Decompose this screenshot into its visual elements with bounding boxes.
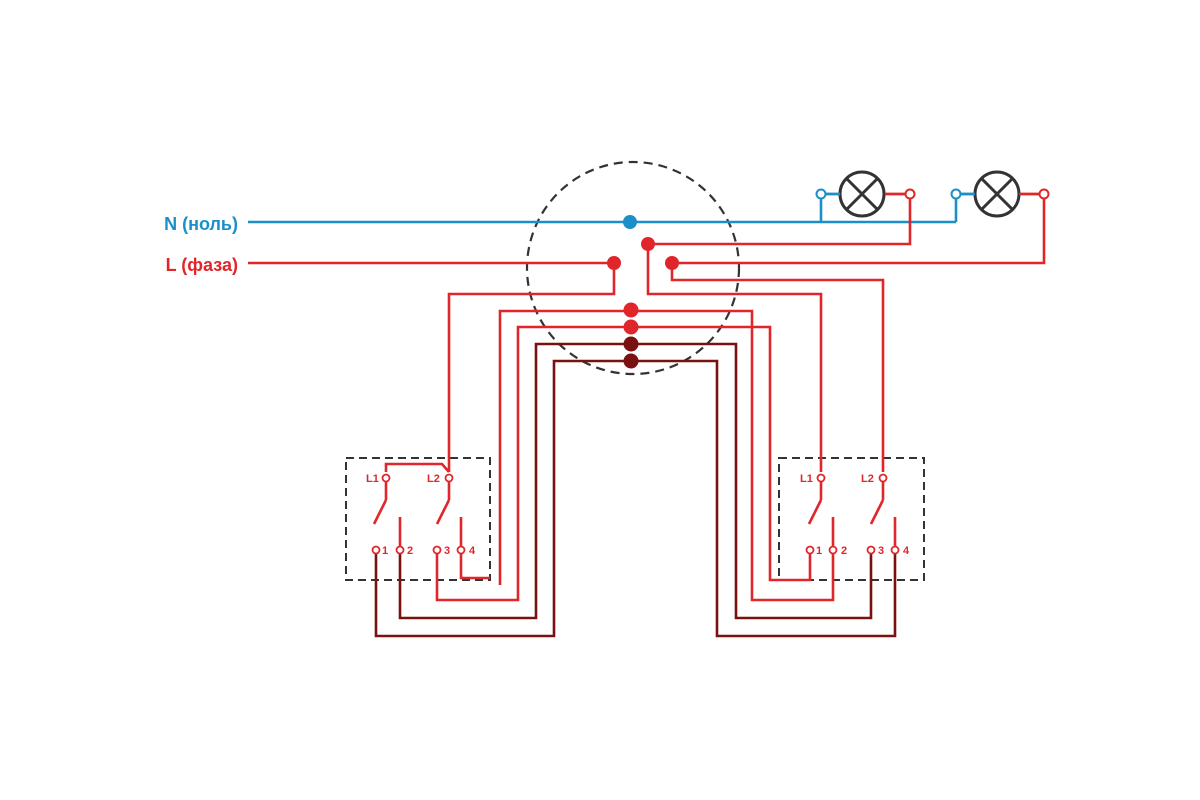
switch-box-left: [345, 457, 491, 581]
switch-right-terminals: [805, 473, 900, 555]
lamp-1-neutral-terminal: [815, 188, 827, 200]
lamp-2-phase-terminal: [1038, 188, 1050, 200]
switch-right-terminal-1: 1: [816, 545, 822, 557]
traveler-wires: [374, 342, 897, 638]
junction-dot-phase-in: [607, 256, 621, 270]
lamp-2-neutral-terminal: [950, 188, 962, 200]
switch-left-l1-label: L1: [366, 473, 379, 485]
junction-dot-lamp-1: [641, 237, 655, 251]
junction-dot-traveler-4: [623, 353, 639, 369]
neutral-label: N (ноль): [164, 214, 238, 234]
junction-dot-traveler-2: [623, 319, 639, 335]
lamp-icon: [973, 170, 1021, 218]
switch-right-l1-label: L1: [800, 473, 813, 485]
switch-left-terminals: [371, 473, 466, 555]
lamp-icon: [838, 170, 886, 218]
lamp-1-phase-terminal: [904, 188, 916, 200]
switch-left-l2-label: L2: [427, 473, 440, 485]
neutral-junction-dot: [623, 215, 637, 229]
switch-right-terminal-3: 3: [878, 545, 884, 557]
switch-left-terminal-2: 2: [407, 545, 413, 557]
phase-label: L (фаза): [166, 255, 238, 275]
switch-right-terminal-2: 2: [841, 545, 847, 557]
switch-left-terminal-4: 4: [469, 545, 476, 557]
switch-right-terminal-4: 4: [903, 545, 910, 557]
switch-right-l2-label: L2: [861, 473, 874, 485]
switch-box-right: [778, 457, 925, 581]
phase-wires: [248, 192, 1046, 602]
switch-left-terminal-1: 1: [382, 545, 388, 557]
junction-dot-traveler-3: [623, 336, 639, 352]
switch-left-terminal-3: 3: [444, 545, 450, 557]
junction-dot-lamp-2: [665, 256, 679, 270]
junction-dot-traveler-1: [623, 302, 639, 318]
junction-box: [525, 160, 741, 376]
